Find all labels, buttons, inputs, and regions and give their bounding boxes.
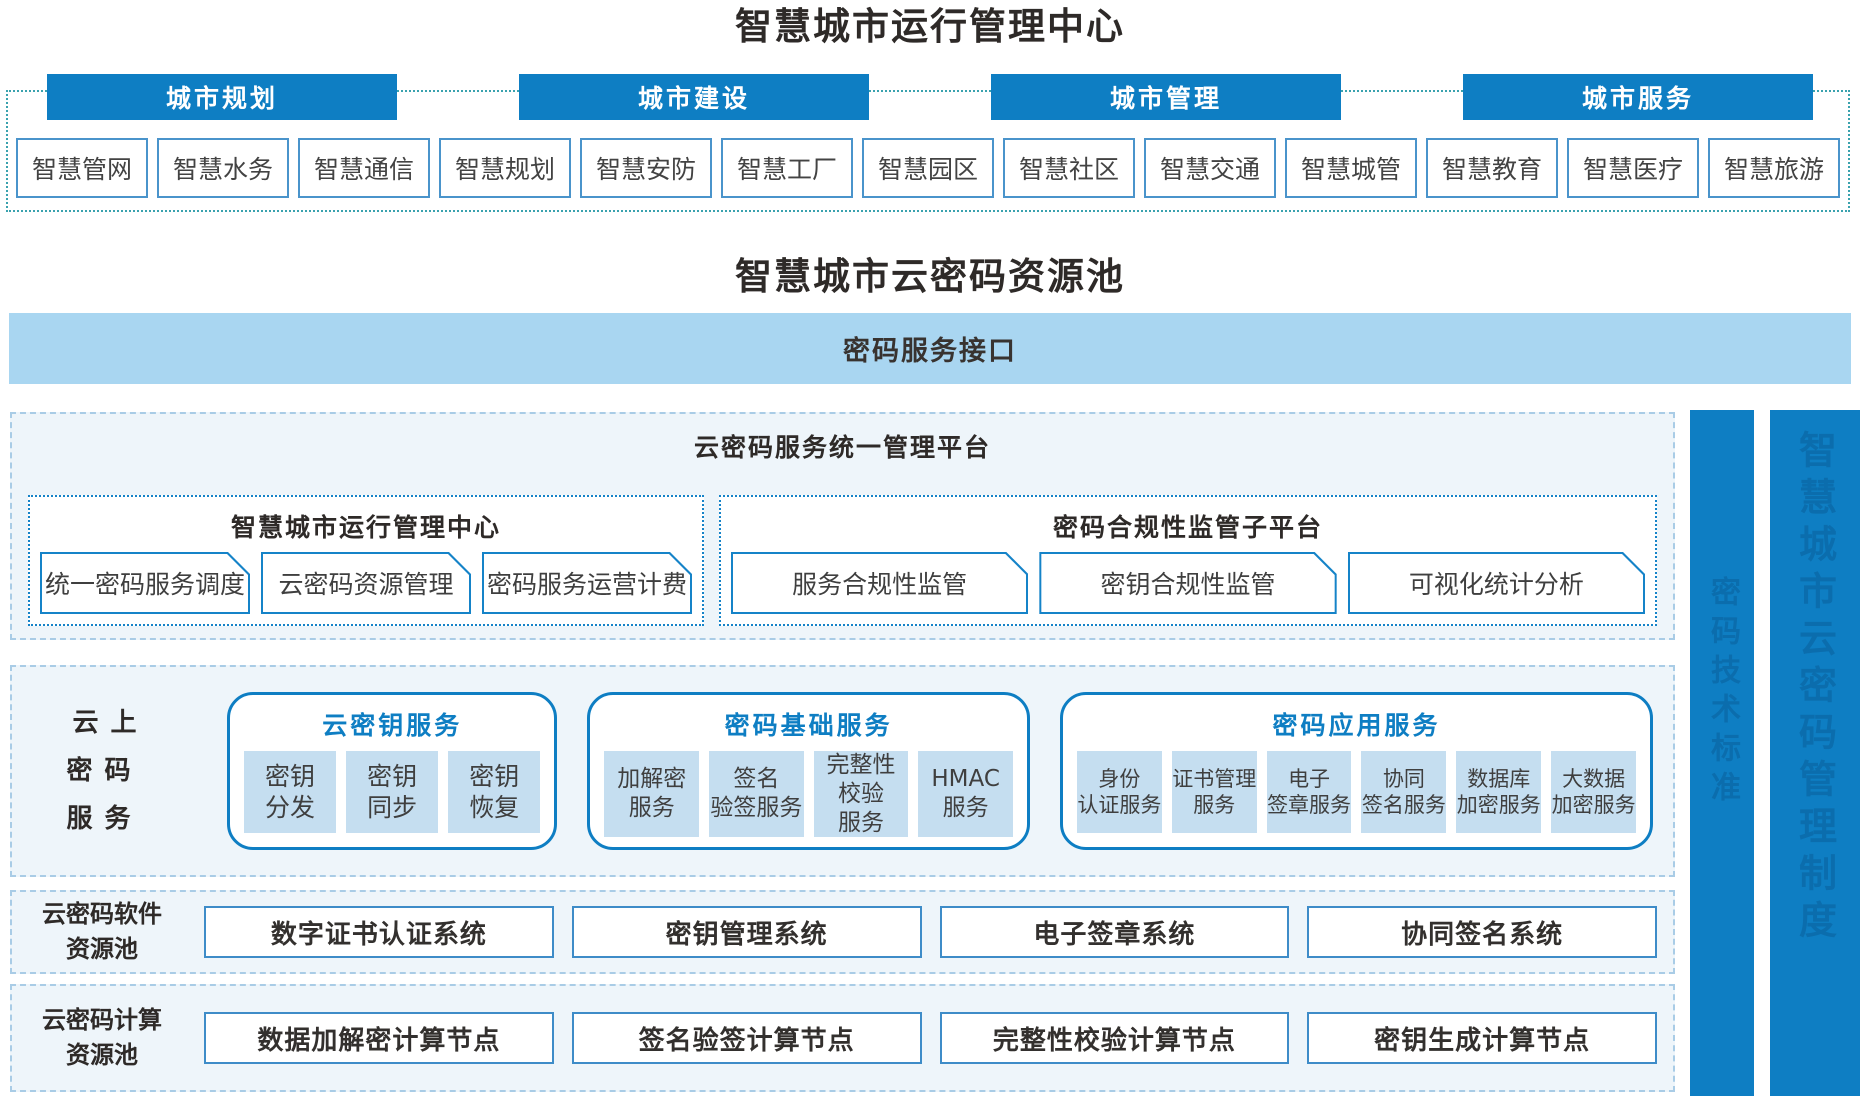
compute-resource-pool-section: 云密码计算 资源池 数据加解密计算节点 签名验签计算节点 完整性校验计算节点 密… bbox=[10, 984, 1675, 1092]
service-item: 协同 签名服务 bbox=[1361, 751, 1447, 833]
pool-title: 智慧城市云密码资源池 bbox=[735, 255, 1125, 298]
city-app-box: 智慧教育 bbox=[1426, 138, 1558, 198]
service-item: 密钥 恢复 bbox=[448, 751, 541, 833]
notched-box-label: 统一密码服务调度 bbox=[42, 554, 248, 612]
group-items: 身份 认证服务 证书管理 服务 电子 签章服务 协同 签名服务 数据库 加密服务… bbox=[1076, 751, 1637, 833]
city-app-box: 智慧旅游 bbox=[1708, 138, 1840, 198]
notched-box-resource-mgmt: 云密码资源管理 bbox=[261, 552, 471, 614]
city-app-box: 智慧园区 bbox=[862, 138, 994, 198]
software-resource-pool-section: 云密码软件 资源池 数字证书认证系统 密钥管理系统 电子签章系统 协同签名系统 bbox=[10, 890, 1675, 974]
group-title: 密码基础服务 bbox=[724, 711, 893, 740]
group-cloud-key-service: 云密钥服务 密钥 分发 密钥 同步 密钥 恢复 bbox=[227, 692, 558, 850]
pool-items: 数据加解密计算节点 签名验签计算节点 完整性校验计算节点 密钥生成计算节点 bbox=[204, 1012, 1657, 1064]
service-item: 身份 认证服务 bbox=[1076, 751, 1162, 833]
pool-items: 数字证书认证系统 密钥管理系统 电子签章系统 协同签名系统 bbox=[204, 906, 1657, 958]
group-crypto-basic-service: 密码基础服务 加解密 服务 签名 验签服务 完整性 校验 服务 HMAC 服务 bbox=[587, 692, 1030, 850]
city-app-box: 智慧工厂 bbox=[721, 138, 853, 198]
city-app-box: 智慧管网 bbox=[16, 138, 148, 198]
subplatform-button-row: 统一密码服务调度 云密码资源管理 密码服务运营计费 bbox=[40, 552, 692, 614]
group-items: 加解密 服务 签名 验签服务 完整性 校验 服务 HMAC 服务 bbox=[604, 751, 1013, 838]
notched-box-label: 可视化统计分析 bbox=[1350, 554, 1643, 612]
group-crypto-application-service: 密码应用服务 身份 认证服务 证书管理 服务 电子 签章服务 协同 签名服务 数… bbox=[1059, 692, 1653, 850]
pool-item-cosign-system: 协同签名系统 bbox=[1307, 906, 1657, 958]
category-header-construction: 城市建设 bbox=[519, 74, 869, 120]
category-header-management: 城市管理 bbox=[991, 74, 1341, 120]
category-header-service: 城市服务 bbox=[1463, 74, 1813, 120]
notched-box-label: 云密码资源管理 bbox=[263, 554, 469, 612]
notched-box-label: 服务合规性监管 bbox=[733, 554, 1026, 612]
category-header-planning: 城市规划 bbox=[47, 74, 397, 120]
service-item: 密钥 同步 bbox=[346, 751, 439, 833]
management-platform-section: 云密码服务统一管理平台 智慧城市运行管理中心 统一密码服务调度 云密码资源管理 … bbox=[10, 412, 1675, 640]
management-platform-title: 云密码服务统一管理平台 bbox=[693, 433, 991, 462]
city-app-box: 智慧通信 bbox=[298, 138, 430, 198]
crypto-service-interface-bar: 密码服务接口 bbox=[9, 313, 1851, 384]
pool-item-eseal-system: 电子签章系统 bbox=[939, 906, 1290, 958]
pool-label: 云密码计算 资源池 bbox=[42, 1006, 162, 1069]
notched-box-service-compliance: 服务合规性监管 bbox=[731, 552, 1028, 614]
pool-item-sign-verify-node: 签名验签计算节点 bbox=[571, 1012, 922, 1064]
city-app-box: 智慧水务 bbox=[157, 138, 289, 198]
service-item: 大数据 加密服务 bbox=[1551, 751, 1637, 833]
group-items: 密钥 分发 密钥 同步 密钥 恢复 bbox=[244, 751, 541, 833]
subplatform-operation-center: 智慧城市运行管理中心 统一密码服务调度 云密码资源管理 密码服务运营计费 bbox=[28, 495, 704, 626]
pool-item-keygen-node: 密钥生成计算节点 bbox=[1307, 1012, 1657, 1064]
service-item: 数据库 加密服务 bbox=[1456, 751, 1542, 833]
subplatform-row: 智慧城市运行管理中心 统一密码服务调度 云密码资源管理 密码服务运营计费 密码合… bbox=[28, 495, 1657, 626]
city-app-box: 智慧规划 bbox=[439, 138, 571, 198]
notched-box-label: 密码服务运营计费 bbox=[484, 554, 690, 612]
pool-item-key-mgmt-system: 密钥管理系统 bbox=[571, 906, 922, 958]
notched-box-visual-analytics: 可视化统计分析 bbox=[1348, 552, 1645, 614]
notched-box-label: 密钥合规性监管 bbox=[1041, 554, 1334, 612]
city-section: 城市规划 城市建设 城市管理 城市服务 智慧管网 智慧水务 智慧通信 智慧规划 … bbox=[6, 74, 1850, 212]
city-app-box: 智慧交通 bbox=[1144, 138, 1276, 198]
page-title: 智慧城市运行管理中心 bbox=[735, 5, 1125, 48]
pool-item-integrity-node: 完整性校验计算节点 bbox=[939, 1012, 1290, 1064]
subplatform-compliance: 密码合规性监管子平台 服务合规性监管 密钥合规性监管 可视化统计分析 bbox=[718, 495, 1657, 626]
subplatform-button-row: 服务合规性监管 密钥合规性监管 可视化统计分析 bbox=[731, 552, 1645, 614]
side-bar-crypto-standards: 密码技术标准 bbox=[1690, 410, 1754, 1096]
service-item: HMAC 服务 bbox=[918, 751, 1013, 838]
pool-label: 云密码软件 资源池 bbox=[42, 900, 162, 963]
subplatform-title: 智慧城市运行管理中心 bbox=[230, 513, 501, 542]
service-item: 签名 验签服务 bbox=[709, 751, 804, 838]
side-bar-label: 智慧城市云密码管理制度 bbox=[1792, 429, 1837, 947]
side-bar-crypto-policy: 智慧城市云密码管理制度 bbox=[1770, 410, 1860, 1096]
service-item: 电子 签章服务 bbox=[1266, 751, 1352, 833]
service-item: 密钥 分发 bbox=[244, 751, 337, 833]
service-item: 完整性 校验 服务 bbox=[813, 751, 909, 838]
cloud-crypto-services-section: 云上 密码 服务 云密钥服务 密钥 分发 密钥 同步 密钥 恢复 密码基础服务 … bbox=[10, 665, 1675, 877]
city-app-box: 智慧医疗 bbox=[1567, 138, 1699, 198]
city-app-row: 智慧管网 智慧水务 智慧通信 智慧规划 智慧安防 智慧工厂 智慧园区 智慧社区 … bbox=[16, 138, 1840, 198]
notched-box-key-compliance: 密钥合规性监管 bbox=[1039, 552, 1336, 614]
service-item: 证书管理 服务 bbox=[1171, 751, 1257, 833]
notched-box-dispatch: 统一密码服务调度 bbox=[40, 552, 250, 614]
city-app-box: 智慧城管 bbox=[1285, 138, 1417, 198]
city-app-box: 智慧安防 bbox=[580, 138, 712, 198]
pool-item-encrypt-node: 数据加解密计算节点 bbox=[204, 1012, 554, 1064]
group-title: 密码应用服务 bbox=[1272, 711, 1441, 740]
pool-item-ca-system: 数字证书认证系统 bbox=[204, 906, 554, 958]
side-bar-label: 密码技术标准 bbox=[1705, 576, 1740, 810]
cloud-services-label: 云上 密码 服务 bbox=[66, 707, 149, 835]
city-app-box: 智慧社区 bbox=[1003, 138, 1135, 198]
group-title: 云密钥服务 bbox=[322, 711, 463, 740]
notched-box-billing: 密码服务运营计费 bbox=[482, 552, 692, 614]
subplatform-title: 密码合规性监管子平台 bbox=[1052, 513, 1323, 542]
service-item: 加解密 服务 bbox=[604, 751, 700, 838]
